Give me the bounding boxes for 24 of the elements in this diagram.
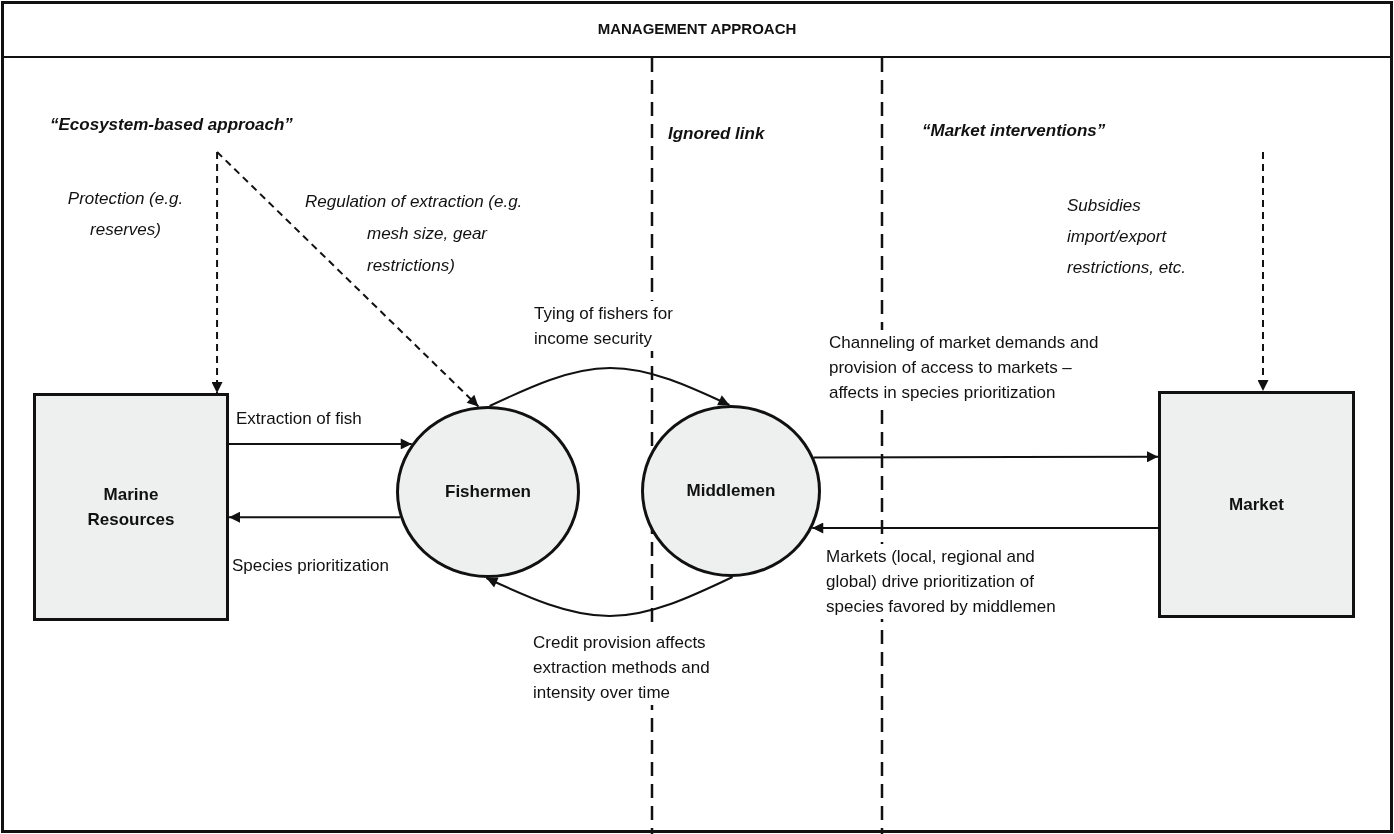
edge-label: Regulation of extraction (e.g. mesh size, gear restrictions) <box>305 191 524 277</box>
arrow <box>228 438 413 450</box>
arrow <box>488 367 731 407</box>
column-heading: Ignored link <box>668 124 765 144</box>
arrow <box>811 522 1159 534</box>
edge-label: Protection (e.g. reserves) <box>66 188 185 241</box>
heading-text: “Ecosystem-based approach” <box>50 114 293 136</box>
actor-box <box>33 393 229 621</box>
node-label: Fishermen <box>445 481 531 504</box>
edge-label: Subsidies import/export restrictions, etc. <box>1067 195 1188 279</box>
actor-box <box>1158 391 1355 618</box>
dashed-arrow <box>1257 151 1269 392</box>
edge-label: Species prioritization <box>232 555 390 577</box>
edge-label: Extraction of fish <box>236 408 363 430</box>
arrow <box>812 451 1159 463</box>
dashed-arrow <box>216 151 480 408</box>
column-heading: “Market interventions” <box>922 121 1106 141</box>
node-label: Middlemen <box>686 480 776 503</box>
node-label: Marine Resources <box>86 483 176 531</box>
dashed-arrow <box>211 151 223 394</box>
header-title: MANAGEMENT APPROACH <box>596 20 798 37</box>
node-label: Market <box>1229 493 1284 516</box>
arrow <box>228 511 401 523</box>
arrow <box>485 576 734 617</box>
